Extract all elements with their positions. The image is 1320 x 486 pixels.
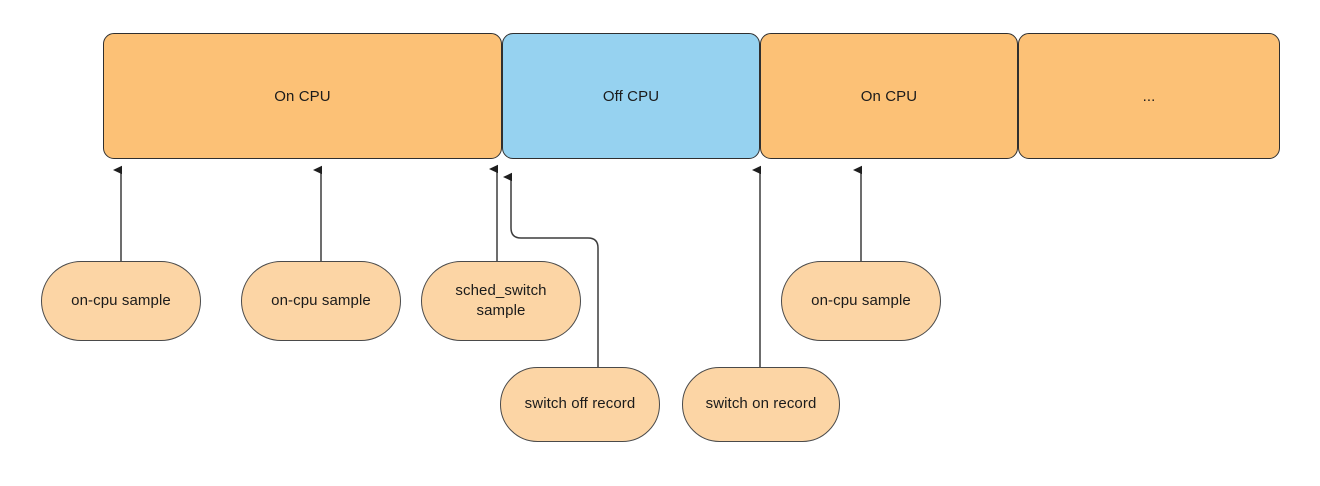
sample-node-label: switch on record: [705, 395, 817, 413]
sample-node-label: switch off record: [524, 395, 636, 413]
timeline-block-on-cpu-1[interactable]: On CPU: [103, 33, 502, 159]
sample-node-sched-switch-sample[interactable]: sched_switch sample: [421, 261, 581, 341]
sample-node-label: on-cpu sample: [271, 291, 371, 309]
sample-node-label: sched_switch sample: [455, 281, 547, 319]
sample-node-on-cpu-sample-1[interactable]: on-cpu sample: [41, 261, 201, 341]
sample-node-label: on-cpu sample: [71, 291, 171, 309]
timeline-block-off-cpu-1[interactable]: Off CPU: [502, 33, 760, 159]
timeline-block-on-cpu-2[interactable]: On CPU: [760, 33, 1018, 159]
sample-node-switch-off-record[interactable]: switch off record: [500, 367, 660, 442]
timeline-block-label: Off CPU: [602, 87, 660, 105]
timeline-block-label: On CPU: [274, 87, 331, 105]
timeline-block-label: On CPU: [860, 87, 918, 105]
timeline-block-label: ...: [1142, 87, 1156, 105]
sample-node-on-cpu-sample-3[interactable]: on-cpu sample: [781, 261, 941, 341]
sample-node-label: on-cpu sample: [811, 291, 911, 309]
sample-node-switch-on-record[interactable]: switch on record: [682, 367, 840, 442]
sample-node-on-cpu-sample-2[interactable]: on-cpu sample: [241, 261, 401, 341]
timeline-block-ellipsis[interactable]: ...: [1018, 33, 1280, 159]
